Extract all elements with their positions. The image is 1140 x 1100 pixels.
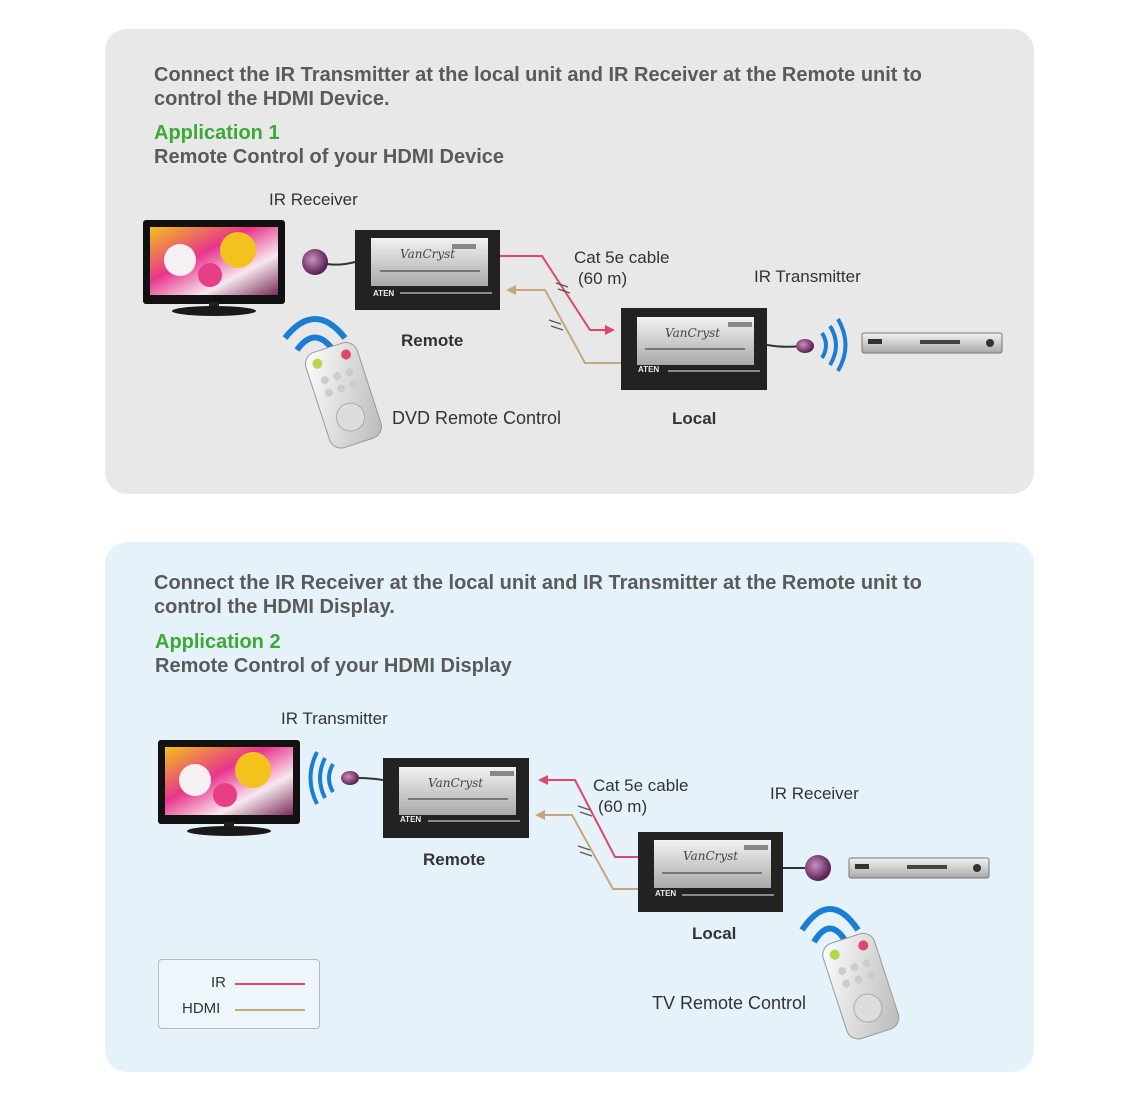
dvd-player-1 [861,332,1003,354]
svg-text:ATEN: ATEN [373,289,394,298]
remote-unit-2: VanCryst ATEN [383,758,529,838]
ir-receiver-1 [302,249,356,275]
svg-text:VanCryst: VanCryst [665,326,720,340]
remote-control-1 [282,316,382,449]
app2-local-label: Local [692,924,737,943]
cables-2 [535,775,638,890]
app2-intro-line2: control the HDMI Display. [154,596,395,618]
legend-hdmi-swatch [235,1009,305,1011]
ir-transmitter-1 [766,318,848,372]
legend-hdmi-label: HDMI [182,1000,221,1017]
app2-title: Application 2 [155,631,281,653]
app2-remote-label: Remote [423,850,486,869]
app1-intro-line2: control the HDMI Device. [154,88,390,110]
local-unit-1: VanCryst ATEN [621,308,767,390]
tv-1 [143,220,285,316]
svg-text:ATEN: ATEN [400,815,421,824]
app1-intro-line1: Connect the IR Transmitter at the local … [154,64,922,86]
app2-subtitle: Remote Control of your HDMI Display [155,655,512,677]
local-unit-2: VanCryst ATEN [638,832,783,912]
app2-ir-transmitter-label: IR Transmitter [281,709,388,728]
remote-control-2 [799,906,900,1040]
app1-subtitle: Remote Control of your HDMI Device [154,146,505,168]
legend-ir-swatch [235,983,305,985]
app1-remote-label: Remote [401,331,464,350]
app1-cable-label-line1: Cat 5e cable [574,248,670,267]
svg-text:VanCryst: VanCryst [428,776,483,790]
app2-intro-line1: Connect the IR Receiver at the local uni… [154,572,922,594]
svg-text:VanCryst: VanCryst [683,849,738,863]
cables-1 [500,255,621,364]
app2-cable-label-line1: Cat 5e cable [593,776,689,795]
legend-ir-label: IR [211,974,226,991]
svg-text:ATEN: ATEN [655,889,676,898]
app1-remote-control-label: DVD Remote Control [392,408,562,428]
legend: IR HDMI [158,959,320,1029]
app1-title: Application 1 [154,122,280,144]
dvd-player-2 [848,857,990,879]
app1-cable-label-line2: (60 m) [578,269,628,288]
app1-local-label: Local [672,409,717,428]
svg-text:ATEN: ATEN [638,365,659,374]
remote-unit-1: VanCryst ATEN [355,230,500,310]
svg-text:VanCryst: VanCryst [400,247,455,261]
ir-transmitter-2 [308,751,384,805]
app1-ir-receiver-label: IR Receiver [269,190,358,209]
tv-2 [158,740,300,836]
app2-ir-receiver-label: IR Receiver [770,784,859,803]
app2-cable-label-line2: (60 m) [598,797,648,816]
app2-remote-control-label: TV Remote Control [652,993,807,1013]
app1-ir-transmitter-label: IR Transmitter [754,267,861,286]
ir-receiver-2 [783,855,831,881]
